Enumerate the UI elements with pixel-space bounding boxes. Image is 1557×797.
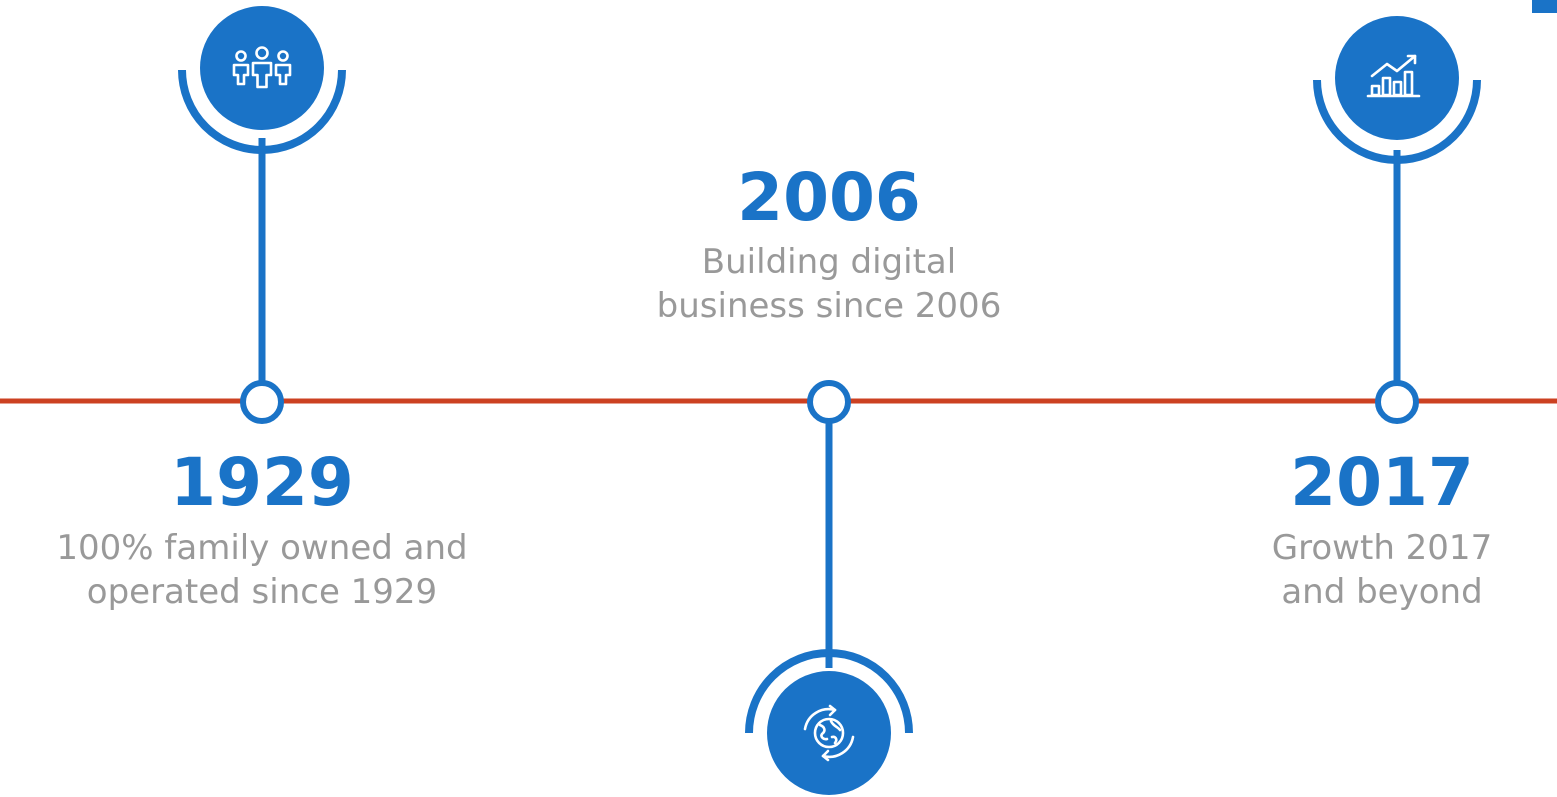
icon-circle <box>1335 16 1459 140</box>
globe-refresh-icon <box>803 704 855 762</box>
timeline-node <box>1375 380 1419 424</box>
icon-ring-arc <box>178 69 346 154</box>
icon-ring-arc <box>1313 79 1481 164</box>
milestone-description-2006: Building digital business since 2006 <box>599 240 1059 328</box>
icon-circle <box>767 671 891 795</box>
icon-circle <box>200 6 324 130</box>
milestone-year-2006: 2006 <box>737 159 921 236</box>
milestone-1929-graphic <box>178 6 346 424</box>
milestone-2006-graphic <box>745 380 913 795</box>
description-line: and beyond <box>1281 572 1483 612</box>
description-line: business since 2006 <box>656 286 1002 326</box>
milestone-year-1929: 1929 <box>170 444 354 521</box>
description-line: Building digital <box>701 242 957 282</box>
icon-ring-arc <box>745 649 913 734</box>
description-line: operated since 1929 <box>86 572 438 612</box>
milestone-year-2017: 2017 <box>1290 444 1474 521</box>
people-group-icon <box>232 46 292 89</box>
description-line: 100% family owned and <box>56 528 468 568</box>
corner-accent <box>1532 0 1557 13</box>
timeline-node <box>240 380 284 424</box>
milestone-description-2017: Growth 2017 and beyond <box>1212 526 1552 614</box>
milestone-description-1929: 100% family owned and operated since 192… <box>2 526 522 614</box>
timeline-node <box>807 380 851 424</box>
growth-chart-icon <box>1366 54 1421 98</box>
description-line: Growth 2017 <box>1271 528 1493 568</box>
milestone-2017-graphic <box>1313 16 1481 424</box>
